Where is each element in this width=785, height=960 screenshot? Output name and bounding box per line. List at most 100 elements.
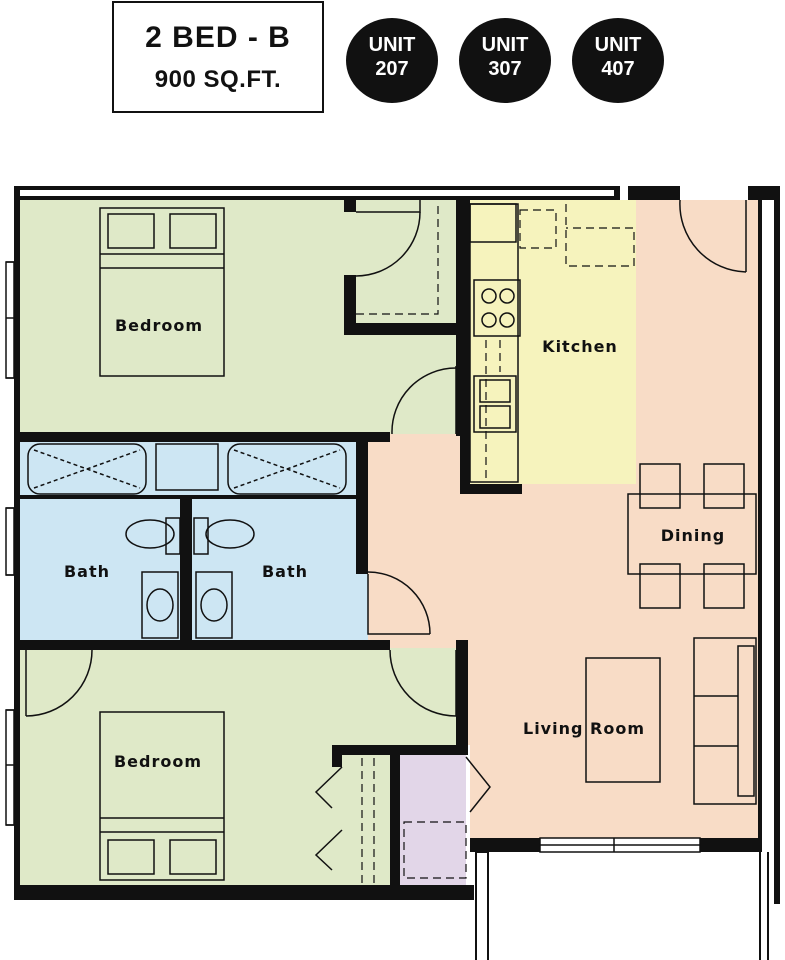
door-swing [679, 199, 747, 273]
stove [473, 279, 521, 337]
kitchen-area [470, 200, 636, 484]
unit-badge-207: UNIT 207 [346, 18, 438, 103]
kitchen-upper-cabinet [519, 209, 557, 249]
toilet-icon [125, 519, 175, 549]
stove-burner-icon [499, 288, 515, 304]
room-label-bedroom-top: Bedroom [115, 316, 203, 335]
unit-area: 900 SQ.FT. [154, 66, 282, 93]
window-frame [5, 709, 15, 826]
walls [14, 186, 780, 904]
closet-storage [403, 821, 467, 879]
vanity [195, 571, 233, 639]
door-swing [391, 367, 457, 435]
door-swing [367, 571, 431, 635]
kitchen-counter [469, 203, 519, 483]
bifold-door [314, 766, 343, 809]
closet-shelf [356, 206, 439, 315]
door-leaf [367, 574, 430, 635]
bifold-door [314, 829, 343, 871]
wall [20, 432, 390, 442]
wall [14, 186, 20, 900]
sofa-back [737, 645, 755, 797]
wall [628, 186, 680, 200]
room-label-dining: Dining [661, 526, 725, 545]
unit-badge-label: UNIT [594, 34, 642, 56]
wall [758, 200, 762, 852]
linen-cabinet [155, 443, 219, 491]
balcony-railing [476, 851, 489, 960]
dining-chair [639, 463, 681, 509]
unit-badge-307: UNIT 307 [459, 18, 551, 103]
dining-table [627, 493, 757, 575]
wall [14, 885, 474, 900]
bathtub [227, 443, 347, 495]
sink-icon [200, 588, 228, 622]
sink-icon [146, 588, 174, 622]
doors [25, 199, 747, 871]
furniture [585, 463, 757, 805]
unit-badge-407: UNIT 407 [572, 18, 664, 103]
wall [20, 495, 360, 499]
wall [344, 275, 356, 335]
unit-badge-number: 307 [488, 58, 522, 80]
beds [99, 207, 225, 881]
room-label-bath-left: Bath [64, 562, 110, 581]
unit-badge-label: UNIT [368, 34, 416, 56]
dining-chair [639, 563, 681, 609]
wall [774, 200, 780, 904]
pillow [107, 213, 155, 249]
window-frame [5, 261, 15, 379]
unit-badge-label: UNIT [481, 34, 529, 56]
stove-burner-icon [481, 312, 497, 328]
sink-basin [479, 405, 511, 429]
door-swing [355, 211, 421, 277]
bedroom-top-area [20, 200, 462, 434]
pillow [169, 839, 217, 875]
bifold-door [465, 756, 491, 813]
wall [470, 838, 540, 852]
wall [344, 200, 356, 212]
door-swing [25, 649, 93, 717]
wall [700, 838, 762, 852]
kitchen-counter-edge [485, 340, 501, 478]
unit-badge-number: 207 [375, 58, 409, 80]
windows [5, 261, 701, 853]
sink-basin [479, 379, 511, 403]
room-label-bath-right: Bath [262, 562, 308, 581]
plan-title-box: 2 BED - B 900 SQ.FT. [112, 1, 324, 113]
bed-top [99, 207, 225, 377]
sofa [693, 637, 757, 805]
wall [614, 186, 620, 200]
room-label-living-room: Living Room [523, 719, 645, 738]
wall [356, 432, 368, 574]
door-swing [389, 649, 457, 717]
wall [390, 745, 400, 885]
pillow [107, 839, 155, 875]
wall [456, 640, 468, 745]
wall [344, 323, 462, 335]
wall [180, 495, 192, 640]
dining-chair [703, 463, 745, 509]
window-frame [5, 507, 15, 576]
bed-bottom [99, 711, 225, 881]
unit-type-title: 2 BED - B [145, 21, 291, 54]
room-label-bedroom-bottom: Bedroom [114, 752, 202, 771]
kitchen-sink [473, 375, 517, 433]
stove-burner-icon [499, 312, 515, 328]
wall [14, 186, 614, 190]
bath-fixtures [27, 443, 347, 639]
stove-burner-icon [481, 288, 497, 304]
room-label-kitchen: Kitchen [542, 337, 618, 356]
dining-chair [703, 563, 745, 609]
balcony [475, 851, 769, 960]
wall [460, 484, 522, 494]
wall [460, 200, 470, 494]
bathtub-mark [33, 449, 141, 489]
wall [332, 745, 342, 767]
kitchen-fixtures [469, 203, 521, 483]
closet-area [398, 752, 466, 885]
wall [20, 640, 390, 650]
toilet-tank [193, 517, 209, 555]
toilet-icon [205, 519, 255, 549]
